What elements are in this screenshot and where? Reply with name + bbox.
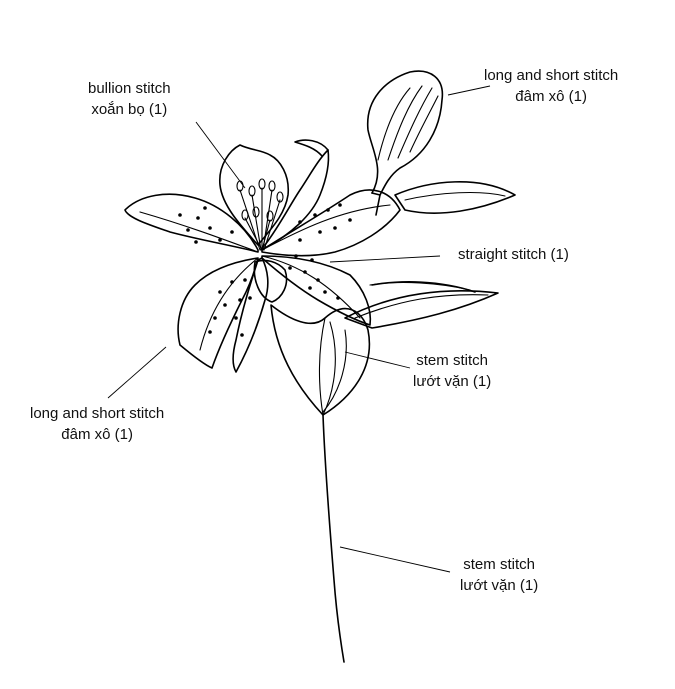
leader-stem-leaf xyxy=(344,351,411,369)
stamens xyxy=(236,178,284,251)
label-stem-leaf-line2: lướt vặn (1) xyxy=(413,373,492,390)
label-stem-stalk-line2: lướt vặn (1) xyxy=(460,577,539,594)
label-long-short-left-line2: đâm xô (1) xyxy=(61,426,133,443)
flower xyxy=(124,139,401,373)
label-stem-stitch-leaf: stem stitch lướt vặn (1) xyxy=(413,350,491,392)
label-long-short-top-line1: long and short stitch xyxy=(484,67,619,84)
label-bullion-line2: xoắn bọ (1) xyxy=(91,101,168,118)
bud xyxy=(366,70,516,216)
lower-leaf xyxy=(270,304,371,416)
label-straight-stitch: straight stitch (1) xyxy=(458,244,569,265)
stem xyxy=(322,414,345,663)
leader-straight xyxy=(329,255,441,263)
label-long-short-stitch-left: long and short stitch đâm xô (1) xyxy=(30,403,164,445)
label-stem-stitch-stalk: stem stitch lướt vặn (1) xyxy=(460,554,538,596)
label-stem-stalk-line1: stem stitch xyxy=(463,556,535,573)
label-stem-leaf-line1: stem stitch xyxy=(416,352,488,369)
leader-long-short-top xyxy=(447,85,491,96)
leader-long-short-left xyxy=(107,346,167,399)
label-long-short-top-line2: đâm xô (1) xyxy=(515,88,587,105)
leader-stem-stalk xyxy=(339,546,451,573)
label-bullion-line1: bullion stitch xyxy=(88,80,171,97)
petal-spots xyxy=(178,203,352,337)
leader-lines xyxy=(107,85,491,573)
label-straight-line1: straight stitch (1) xyxy=(458,246,569,263)
label-long-short-stitch-top: long and short stitch đâm xô (1) xyxy=(484,65,618,107)
label-bullion-stitch: bullion stitch xoắn bọ (1) xyxy=(88,78,171,120)
leader-bullion xyxy=(195,121,246,189)
label-long-short-left-line1: long and short stitch xyxy=(30,405,165,422)
